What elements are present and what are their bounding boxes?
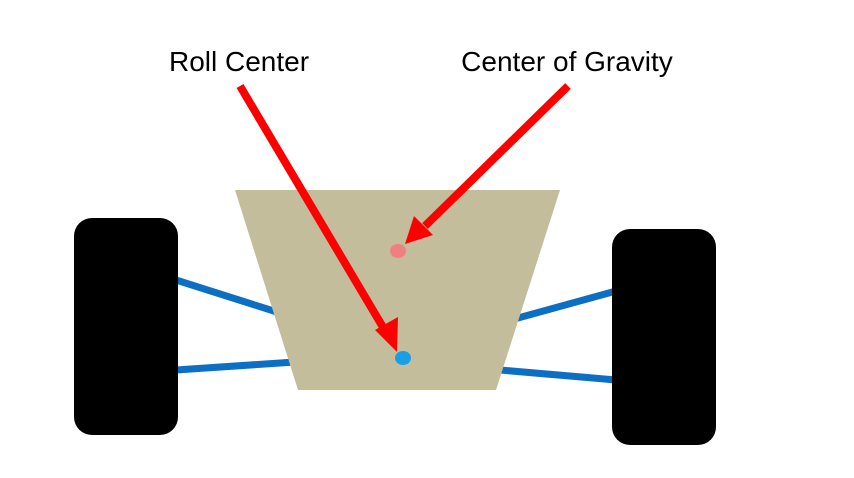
left-lower-control-arm — [172, 358, 299, 374]
roll-center-label: Roll Center — [169, 46, 309, 77]
left-upper-control-arm — [172, 276, 284, 317]
roll-center-arrow — [236, 83, 398, 352]
center-of-gravity-label: Center of Gravity — [461, 46, 673, 77]
right-wheel — [612, 229, 716, 445]
center-of-gravity-arrow — [405, 83, 571, 244]
right-lower-control-arm — [496, 366, 620, 384]
vehicle-body — [235, 190, 560, 390]
left-wheel — [74, 218, 178, 435]
roll-center-dot — [395, 351, 411, 365]
center-of-gravity-dot — [390, 244, 406, 258]
right-upper-control-arm — [514, 287, 620, 322]
